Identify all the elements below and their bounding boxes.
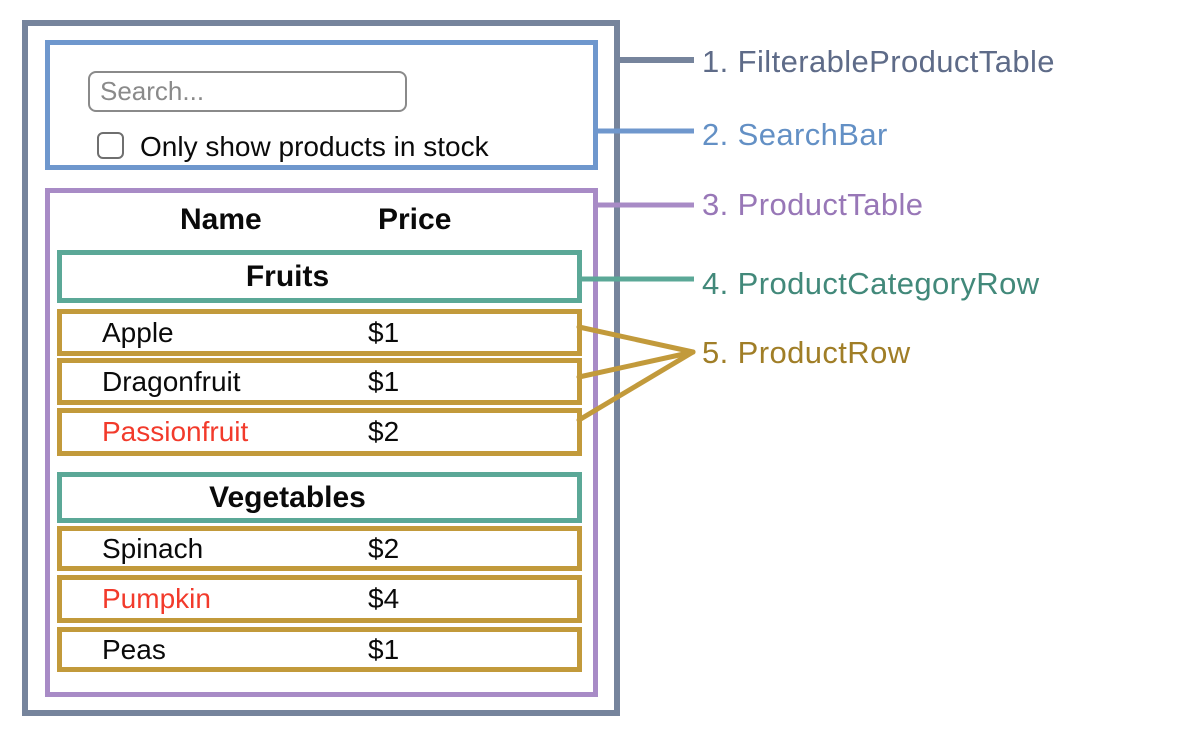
legend-text: ProductCategoryRow	[737, 266, 1040, 301]
legend-label-filterable-product-table: 1.FilterableProductTable	[702, 44, 1055, 80]
legend-label-product-category-row: 4.ProductCategoryRow	[702, 266, 1040, 302]
in-stock-checkbox-label: Only show products in stock	[140, 131, 489, 162]
product-row-spinach: Spinach $2	[57, 526, 582, 571]
product-name: Peas	[102, 633, 166, 665]
product-row-dragonfruit: Dragonfruit $1	[57, 358, 582, 405]
category-label: Vegetables	[209, 480, 366, 514]
product-row-apple: Apple $1	[57, 309, 582, 356]
legend-number: 3.	[702, 187, 729, 222]
column-header-name: Name	[180, 203, 262, 236]
product-row-passionfruit: Passionfruit $2	[57, 408, 582, 456]
in-stock-checkbox[interactable]	[97, 132, 124, 159]
product-category-row-fruits: Fruits	[57, 250, 582, 303]
search-input[interactable]	[88, 71, 407, 112]
legend-text: ProductTable	[737, 187, 924, 222]
column-header-price: Price	[378, 203, 452, 236]
product-name: Spinach	[102, 532, 204, 564]
product-price: $1	[368, 365, 400, 397]
product-category-row-vegetables: Vegetables	[57, 472, 582, 523]
product-price: $1	[368, 633, 400, 665]
legend-text: ProductRow	[737, 335, 911, 370]
product-price: $1	[368, 316, 400, 348]
legend-text: SearchBar	[737, 117, 888, 152]
product-row-pumpkin: Pumpkin $4	[57, 575, 582, 623]
legend-number: 4.	[702, 266, 729, 301]
legend-label-search-bar: 2.SearchBar	[702, 117, 888, 153]
product-name: Pumpkin	[102, 583, 211, 614]
product-price: $2	[368, 532, 400, 564]
product-price: $2	[368, 416, 400, 447]
legend-label-product-table: 3.ProductTable	[702, 187, 923, 223]
category-label: Fruits	[245, 259, 330, 293]
legend-text: FilterableProductTable	[737, 44, 1055, 79]
product-name: Passionfruit	[102, 416, 249, 447]
product-price: $4	[368, 583, 400, 614]
legend-number: 5.	[702, 335, 729, 370]
product-row-peas: Peas $1	[57, 627, 582, 672]
product-name: Dragonfruit	[102, 365, 241, 397]
product-name: Apple	[102, 316, 174, 348]
legend-number: 1.	[702, 44, 729, 79]
legend-label-product-row: 5.ProductRow	[702, 335, 911, 371]
legend-number: 2.	[702, 117, 729, 152]
